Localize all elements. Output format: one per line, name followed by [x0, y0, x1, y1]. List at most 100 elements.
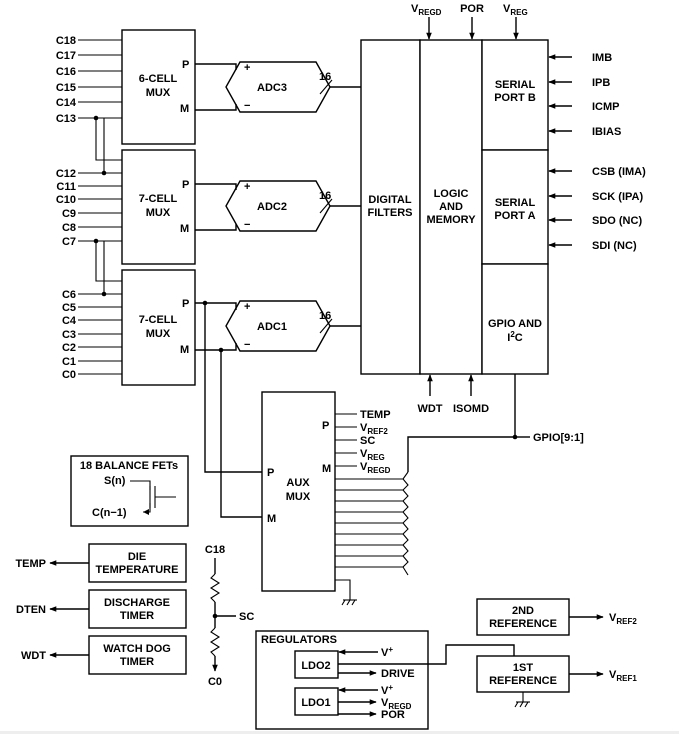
- resistor-divider: C18 SC C0: [205, 544, 254, 688]
- second-reference-block: 2ND REFERENCE VREF2: [476, 598, 637, 636]
- cell-label: C5: [62, 302, 76, 314]
- adc2: ADC2 + −: [225, 180, 331, 232]
- serial-port-a-block: SERIAL PORT A: [481, 149, 549, 265]
- adc2-plus: +: [244, 181, 250, 193]
- sck-label: SCK (IPA): [592, 191, 643, 203]
- mux3-m-label: M: [180, 344, 189, 356]
- divider-sc-label: SC: [239, 611, 254, 623]
- imb-label: IMB: [592, 52, 612, 64]
- icmp-label: ICMP: [592, 101, 620, 113]
- cell-label: C8: [62, 222, 76, 234]
- ldo2-drive-label: DRIVE: [381, 668, 415, 680]
- ldo1-por-label: POR: [381, 709, 405, 721]
- aux-feed-wires: [204, 303, 262, 518]
- bus-width-adc3: 16: [319, 71, 331, 83]
- aux-mux-m-left: M: [267, 513, 276, 525]
- aux-mux-p-right: P: [322, 420, 329, 432]
- mux1-title: 6-CELL: [139, 73, 178, 85]
- mux-adc-wires: [195, 63, 237, 353]
- wdt-out-label: WDT: [21, 650, 46, 662]
- vregd-top-label: VREGD: [411, 3, 442, 17]
- adc1-label: ADC1: [257, 321, 287, 333]
- aux-sc-label: SC: [360, 435, 375, 447]
- adc3-plus: +: [244, 62, 250, 74]
- aux-vreg-label: VREG: [360, 448, 385, 462]
- gpio-label-1: GPIO AND: [488, 318, 542, 330]
- cell-label: C2: [62, 342, 76, 354]
- regulators-box: REGULATORS LDO2 LDO1 V+ DRIVE V+ VREGD P…: [255, 630, 515, 730]
- filters-label-2: FILTERS: [367, 207, 412, 219]
- ldo1-vregd-label: VREGD: [381, 697, 412, 711]
- aux-mux-block: AUX MUX P M P M: [261, 391, 336, 592]
- cell-label: C0: [62, 369, 76, 381]
- gpio-bus: GPIO[9:1]: [407, 374, 584, 472]
- serial-b-signals: IMB IPB ICMP IBIAS: [548, 52, 621, 138]
- ref2-label-2: REFERENCE: [489, 618, 557, 630]
- spb-label-1: SERIAL: [495, 79, 536, 91]
- divider-top-label: C18: [205, 544, 225, 556]
- dten-out-label: DTEN: [16, 604, 46, 616]
- ldo1-label: LDO1: [301, 697, 330, 709]
- aux-mux-label-2: MUX: [286, 491, 311, 503]
- bus-width-adc1: 16: [319, 310, 331, 322]
- adc2-minus: −: [244, 219, 250, 231]
- balance-cn-label: C(n−1): [92, 507, 127, 519]
- bottom-signal-inputs: WDT ISOMD: [417, 374, 489, 415]
- mux3-title: 7-CELL: [139, 314, 178, 326]
- mux1-word: MUX: [146, 87, 171, 99]
- first-reference-block: 1ST REFERENCE VREF1: [476, 655, 637, 708]
- cell-label: C1: [62, 356, 76, 368]
- aux-mux-label-1: AUX: [286, 477, 310, 489]
- mux1-m-label: M: [180, 103, 189, 115]
- divider-bottom-label: C0: [208, 676, 222, 688]
- mux3-word: MUX: [146, 328, 171, 340]
- cell-label: C3: [62, 329, 76, 341]
- vreg-top-label: VREG: [503, 3, 528, 17]
- spa-label-1: SERIAL: [495, 197, 536, 209]
- aux-right-inputs: TEMP VREF2 SC VREG VREGD: [335, 409, 391, 475]
- ref1-label-2: REFERENCE: [489, 675, 557, 687]
- temp-out-label: TEMP: [15, 558, 46, 570]
- serial-a-signals: CSB (IMA) SCK (IPA) SDO (NC) SDI (NC): [548, 166, 646, 252]
- ref2-label-1: 2ND: [512, 605, 534, 617]
- die-label-2: TEMPERATURE: [96, 564, 179, 576]
- cell-label: C12: [56, 168, 76, 180]
- cell-label: C14: [56, 97, 77, 109]
- ibias-label: IBIAS: [592, 126, 621, 138]
- cell-label: C7: [62, 236, 76, 248]
- ldo2-label: LDO2: [301, 660, 330, 672]
- mux-7-cell-upper: 7-CELL MUX P M: [121, 149, 196, 265]
- vref1-out-label: VREF1: [609, 669, 637, 683]
- mux3-p-label: P: [182, 298, 189, 310]
- mux1-p-label: P: [182, 59, 189, 71]
- ref1-label-1: 1ST: [513, 662, 533, 674]
- cell-label: C11: [56, 181, 76, 193]
- wd-label-2: TIMER: [120, 656, 154, 668]
- por-top-label: POR: [460, 3, 484, 15]
- balance-title: 18 BALANCE FETs: [80, 460, 178, 472]
- gpio-bus-label: GPIO[9:1]: [533, 432, 584, 444]
- die-label-1: DIE: [128, 551, 146, 563]
- discharge-timer-block: DISCHARGE TIMER DTEN: [16, 589, 187, 629]
- adc3: ADC3 + −: [225, 61, 331, 113]
- spb-label-2: PORT B: [494, 92, 536, 104]
- logic-label-3: MEMORY: [426, 214, 476, 226]
- mux2-p-label: P: [182, 179, 189, 191]
- die-temperature-block: DIE TEMPERATURE TEMP: [15, 543, 187, 583]
- cell-label: C10: [56, 194, 76, 206]
- aux-gpio-fan: [335, 471, 409, 606]
- watchdog-timer-block: WATCH DOG TIMER WDT: [21, 635, 187, 675]
- page-bottom-edge: [0, 731, 679, 734]
- gpio-i2c-block: GPIO AND I2C: [481, 263, 549, 375]
- balance-sn-label: S(n): [104, 475, 126, 487]
- adc-bus-wires: 16 16 16: [319, 71, 361, 334]
- ldo1-vplus-label: V+: [381, 683, 393, 697]
- gpio-label-2: I2C: [507, 330, 523, 344]
- bus-width-adc2: 16: [319, 190, 331, 202]
- dis-label-2: TIMER: [120, 610, 154, 622]
- cell-label: C15: [56, 82, 76, 94]
- cell-label: C6: [62, 289, 76, 301]
- csb-label: CSB (IMA): [592, 166, 646, 178]
- isomd-input-label: ISOMD: [453, 403, 489, 415]
